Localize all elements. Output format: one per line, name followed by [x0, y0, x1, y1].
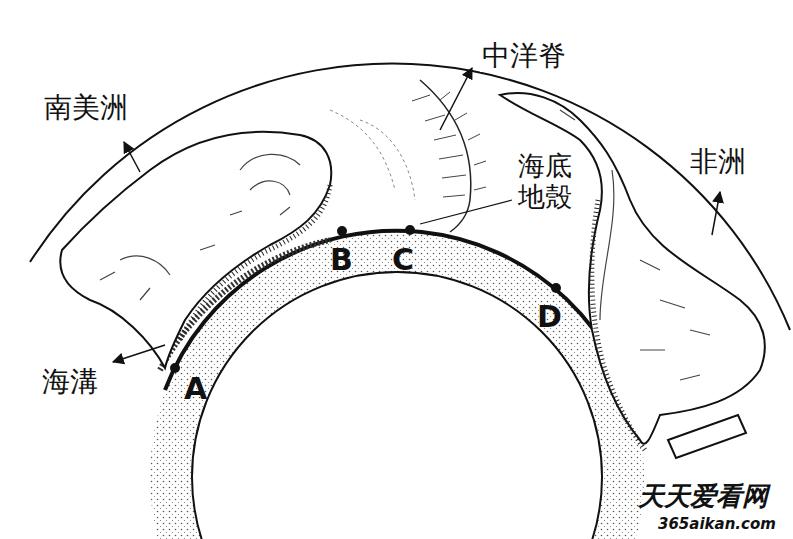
continent-label: 非洲	[688, 146, 748, 178]
watermark-url: 365aikan.com	[656, 516, 778, 533]
watermark: 天天爱看网	[636, 482, 770, 512]
point-letter: C	[390, 243, 416, 278]
point-letter: D	[535, 300, 564, 335]
continent-label: 南美洲	[42, 92, 130, 124]
trench-label: 海溝	[40, 366, 100, 398]
point-letter: B	[328, 243, 355, 278]
ridge-label: 中洋脊	[480, 40, 568, 72]
crust-label: 海底 地殼	[516, 150, 577, 212]
point-letter: A	[182, 372, 209, 407]
